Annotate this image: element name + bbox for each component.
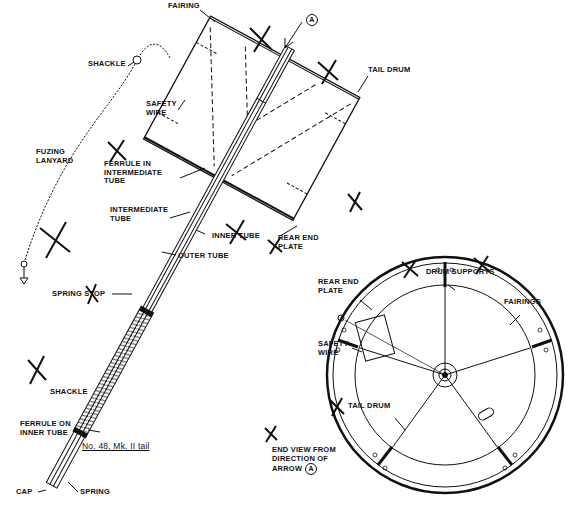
part-label: FERRULE ON INNER TUBE	[20, 420, 88, 437]
part-label: FAIRING	[168, 2, 200, 11]
part-label: TAIL DRUM	[348, 402, 390, 411]
part-label: FUZING LANYARD	[36, 148, 84, 165]
part-label: FERRULE IN INTERMEDIATE TUBE	[104, 160, 182, 186]
x-marks	[28, 26, 490, 442]
part-label: REAR END PLATE	[278, 234, 324, 251]
caption: No. 48, Mk. II tail	[82, 442, 150, 452]
side-view	[0, 7, 365, 525]
part-label: SHACKLE	[50, 388, 88, 397]
part-label: INTERMEDIATE TUBE	[110, 206, 172, 223]
circled-letter: A	[305, 463, 317, 475]
part-label: REAR END PLATE	[318, 278, 364, 295]
part-label: SPRING STOP	[52, 290, 112, 299]
circled-letter: A	[306, 14, 318, 26]
part-label: CAP	[16, 488, 32, 497]
part-label: SPRING	[80, 488, 110, 497]
part-label: TAIL DRUM	[368, 66, 410, 75]
end-view	[327, 257, 563, 493]
view-note: END VIEW FROM DIRECTION OF ARROWA	[272, 446, 360, 475]
part-label: INNER TUBE	[212, 232, 260, 241]
part-label: OUTER TUBE	[178, 252, 229, 261]
part-label: SHACKLE	[88, 60, 126, 69]
part-label: FAIRINGS	[504, 298, 541, 307]
part-label: SAFETY WIRE	[146, 100, 186, 117]
part-label: DRUM SUPPORTS	[426, 268, 494, 277]
part-label: SAFETY WIRE	[318, 340, 352, 357]
part-label: END VIEW FROM DIRECTION OF ARROW	[272, 445, 336, 473]
